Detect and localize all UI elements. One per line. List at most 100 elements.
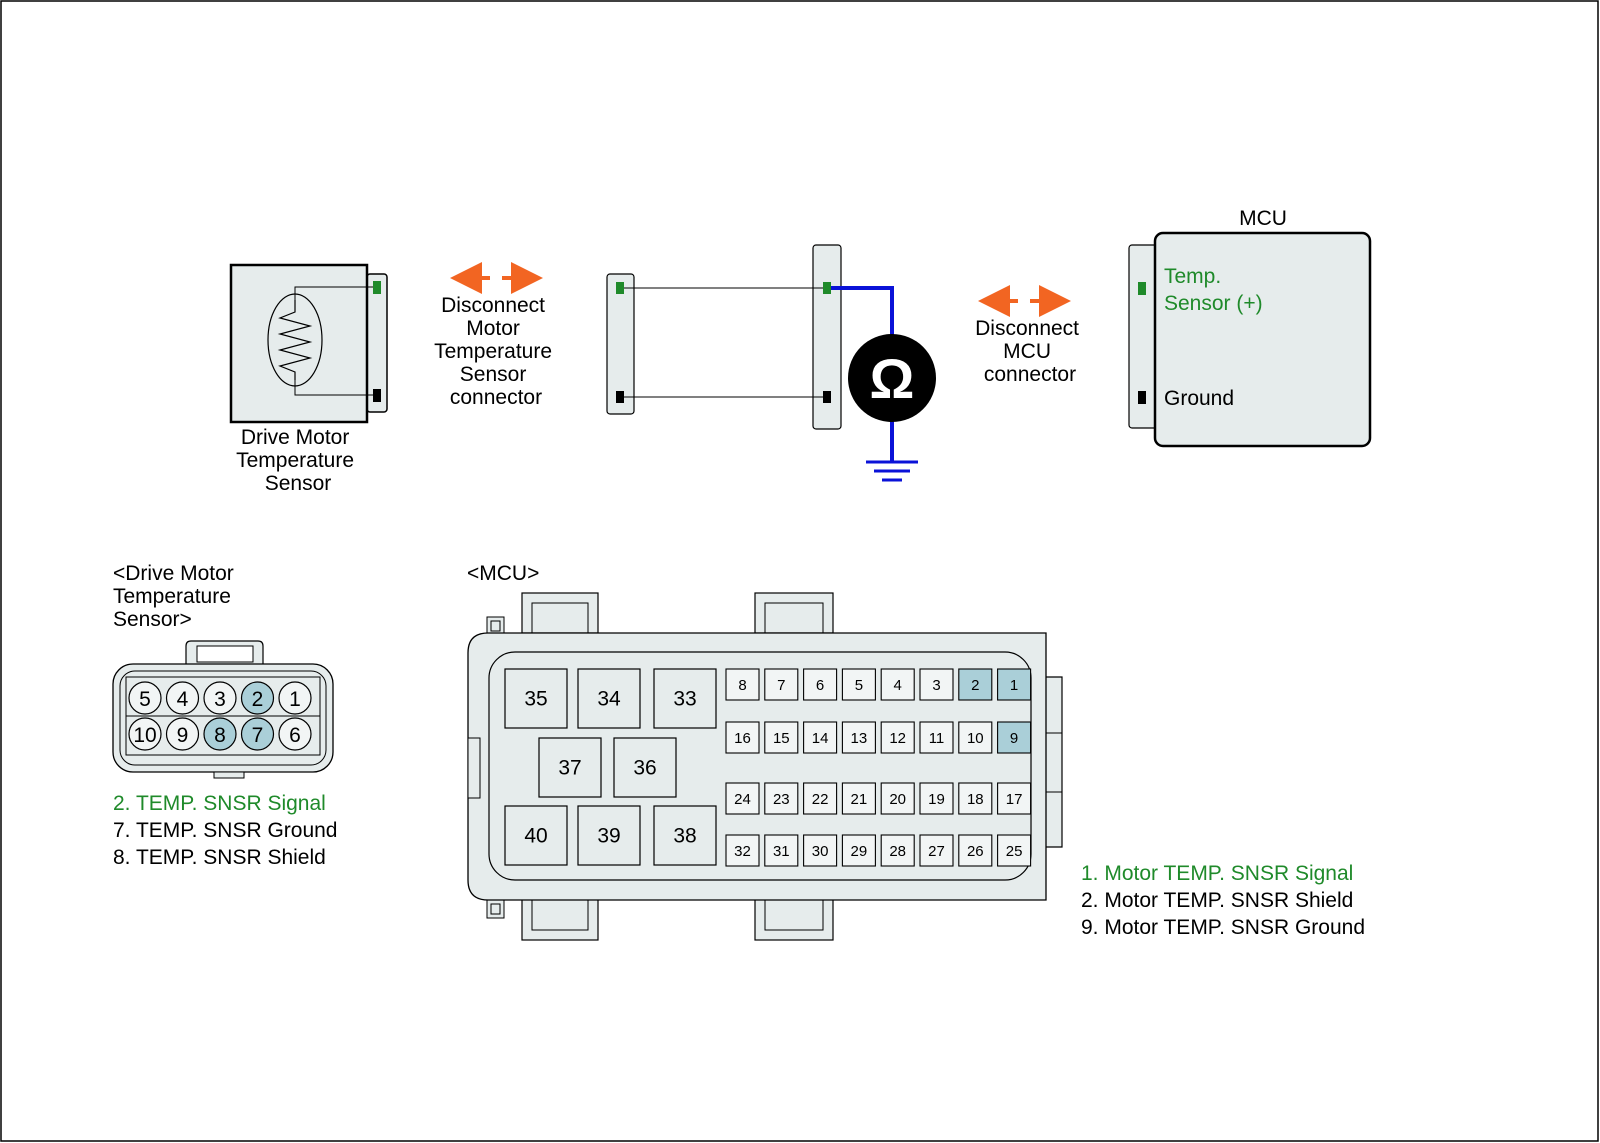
mcu-small-pin: 10 [958, 721, 993, 754]
mcu-small-pin: 28 [880, 834, 915, 867]
sensor-legend-item: 2. TEMP. SNSR Signal [113, 792, 326, 815]
mcu-large-pin: 37 [538, 737, 602, 798]
sensor-pin-number: 1 [289, 688, 301, 711]
mcu-large-pin-number: 36 [633, 757, 656, 780]
mcu-body [1153, 231, 1372, 448]
sensor-pin: 1 [278, 681, 312, 715]
mcu-ground-label: Ground [1164, 387, 1234, 410]
mcu-small-pin: 14 [803, 721, 838, 754]
sensor-pin-number: 2 [252, 688, 264, 711]
sensor-legend-item: 7. TEMP. SNSR Ground [113, 819, 338, 842]
sensor-label: Drive Motor Temperature Sensor [236, 426, 360, 495]
drive-motor-temperature-sensor [229, 263, 388, 424]
mcu-small-pin-number: 27 [928, 843, 945, 860]
mcu-small-pin: 19 [919, 782, 954, 815]
mcu-large-pin: 33 [653, 668, 717, 729]
ohmmeter-icon [848, 334, 936, 422]
mcu-title: MCU [1239, 207, 1287, 230]
mcu-small-pin: 11 [919, 721, 954, 754]
harness-connector-sensor-side [606, 273, 635, 415]
mcu-small-pin-number: 29 [851, 843, 868, 860]
mcu-small-pin-number: 17 [1006, 791, 1023, 808]
harness-pin-signal-right [823, 282, 831, 294]
mcu-connector-title: <MCU> [467, 562, 539, 585]
mcu-small-pin: 23 [764, 782, 799, 815]
mcu-small-pin-number: 22 [812, 791, 829, 808]
mcu-pin-signal [1138, 282, 1146, 295]
disconnect-sensor-label: Disconnect Motor Temperature Sensor conn… [434, 294, 558, 409]
sensor-body [229, 263, 369, 424]
mcu-large-pin-number: 38 [673, 825, 696, 848]
sensor-connector-title: <Drive Motor Temperature Sensor> [113, 562, 240, 631]
mcu-small-pin-number: 3 [932, 677, 940, 694]
sensor-pin-number: 3 [214, 688, 226, 711]
mcu-small-pin: 9 [997, 721, 1032, 754]
mcu-small-pin-number: 18 [967, 791, 984, 808]
sensor-pin-number: 5 [139, 688, 151, 711]
sensor-pin-number: 7 [252, 724, 264, 747]
sensor-pin: 5 [128, 681, 162, 715]
mcu-small-pin: 4 [880, 668, 915, 701]
mcu-small-pin-number: 28 [889, 843, 906, 860]
mcu-small-pin: 27 [919, 834, 954, 867]
mcu-small-pin-number: 2 [971, 677, 979, 694]
mcu-small-pin: 13 [841, 721, 876, 754]
mcu-pin-ground [1138, 391, 1146, 404]
mcu-large-pin-number: 37 [558, 757, 581, 780]
mcu-small-pin: 32 [725, 834, 760, 867]
sensor-pin: 7 [240, 717, 275, 751]
mcu-large-pin: 38 [653, 805, 717, 866]
sensor-pin-ground [373, 389, 381, 402]
mcu-small-pin: 16 [725, 721, 760, 754]
mcu-small-pin-number: 5 [855, 677, 863, 694]
mcu-large-pin: 35 [504, 668, 568, 729]
mcu-small-pin-number: 26 [967, 843, 984, 860]
sensor-legend-item: 8. TEMP. SNSR Shield [113, 846, 326, 869]
mcu-small-pin: 5 [841, 668, 876, 701]
mcu-legend-item: 9. Motor TEMP. SNSR Ground [1081, 916, 1365, 939]
mcu-small-pin-number: 31 [773, 843, 790, 860]
mcu-small-pin: 12 [880, 721, 915, 754]
sensor-pin: 3 [203, 681, 237, 715]
mcu-large-pin: 36 [613, 737, 677, 798]
mcu-small-pin: 29 [841, 834, 876, 867]
sensor-pin: 9 [165, 717, 200, 751]
mcu-large-pin-number: 39 [597, 825, 620, 848]
mcu-large-pin: 40 [504, 805, 568, 866]
mcu-small-pin: 30 [803, 834, 838, 867]
mcu-large-pin: 34 [577, 668, 641, 729]
mcu-small-pin: 21 [841, 782, 876, 815]
mcu-connector-inner [488, 651, 1032, 881]
mcu-small-pin: 3 [919, 668, 954, 701]
mcu-small-pin-number: 21 [851, 791, 868, 808]
mcu-legend-item: 2. Motor TEMP. SNSR Shield [1081, 889, 1353, 912]
mcu-small-pin-number: 32 [734, 843, 751, 860]
mcu-small-pin: 7 [764, 668, 799, 701]
mcu-small-pin: 18 [958, 782, 993, 815]
mcu-large-pin: 39 [577, 805, 641, 866]
sensor-pin: 10 [128, 717, 162, 751]
mcu-small-pin-number: 8 [738, 677, 746, 694]
harness-pin-signal-left [616, 282, 624, 294]
mcu-small-pin: 26 [958, 834, 993, 867]
mcu-temp-sensor-label: Temp. Sensor (+) [1164, 265, 1263, 315]
disconnect-mcu-label: Disconnect MCU connector [975, 317, 1085, 386]
sensor-pin-number: 8 [214, 724, 226, 747]
mcu-small-pin: 15 [764, 721, 799, 754]
ground-symbol-icon [866, 460, 918, 482]
resistor-zigzag-icon [277, 300, 313, 380]
mcu-small-pin-number: 19 [928, 791, 945, 808]
mcu-small-pin-number: 30 [812, 843, 829, 860]
harness-connector-mcu-side [812, 244, 842, 430]
mcu-small-pin: 20 [880, 782, 915, 815]
sensor-pin-legend: 2. TEMP. SNSR Signal 7. TEMP. SNSR Ground… [113, 792, 338, 869]
mcu-small-pin-number: 7 [777, 677, 785, 694]
ohm-symbol: Ω [870, 347, 915, 410]
sensor-pin-number: 10 [133, 724, 156, 747]
mcu-small-pin: 24 [725, 782, 760, 815]
